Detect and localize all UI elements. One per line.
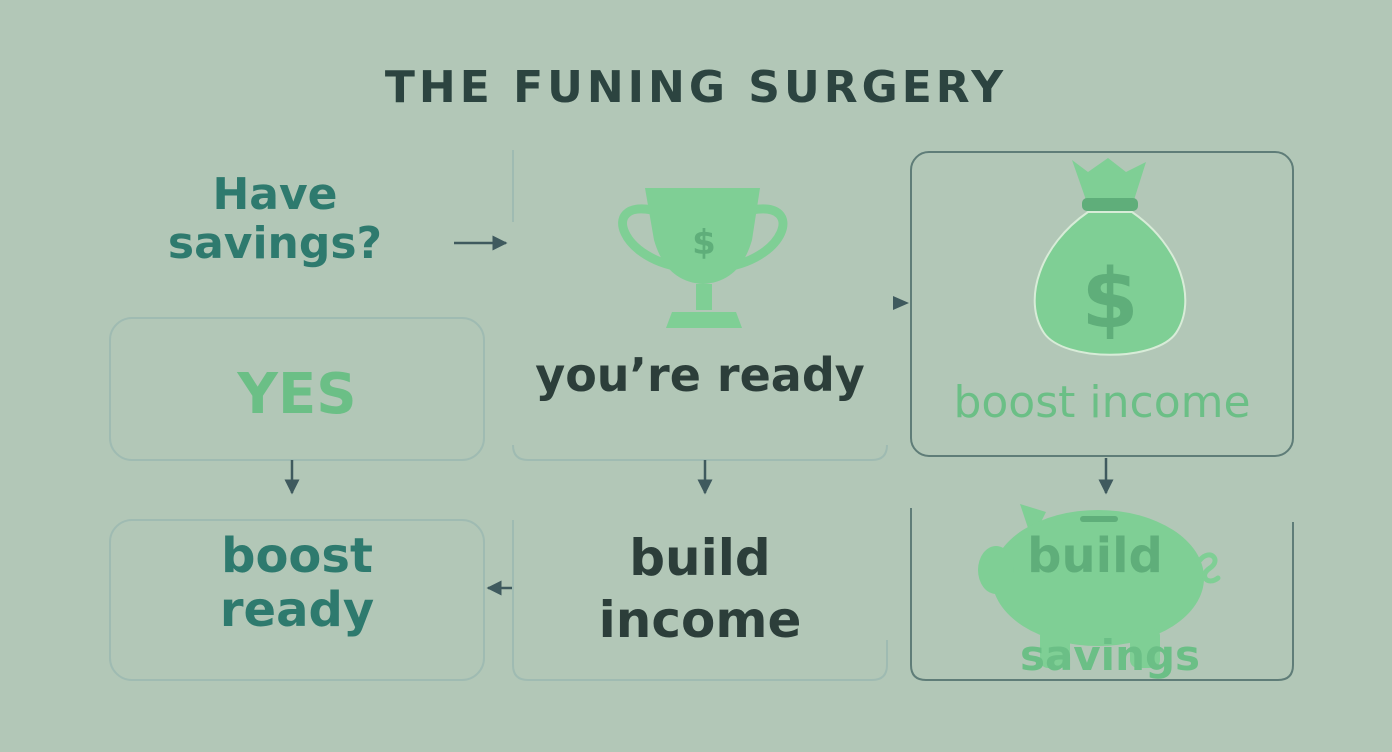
boost-ready-box-outline <box>109 519 485 681</box>
svg-text:$: $ <box>692 223 716 263</box>
build-income-line1: build <box>629 529 771 587</box>
money-bag-icon: $ <box>1033 158 1187 356</box>
build-income-node: build income <box>513 530 887 648</box>
arrow-into-boost-income <box>893 296 909 310</box>
build-savings-box-outline <box>910 508 1294 681</box>
boost-income-node-label: boost income <box>953 377 1251 428</box>
boost-ready-line2: ready <box>219 581 375 638</box>
svg-text:$: $ <box>1081 252 1138 347</box>
trophy-dollar-icon: $ <box>618 188 788 328</box>
build-savings-line2: savings <box>1019 631 1201 680</box>
question-node: Have savings? <box>140 170 410 269</box>
yes-box-outline <box>109 317 485 461</box>
question-line1: Have <box>212 169 338 220</box>
boost-ready-node: boost ready <box>110 528 484 638</box>
diagram-title: THE FUNING SURGERY <box>384 62 1008 113</box>
build-income-box-outline <box>512 520 888 681</box>
ready-node-label: you’re ready <box>535 348 865 402</box>
ready-box-outline <box>512 150 888 461</box>
question-line2: savings? <box>167 218 383 270</box>
piggy-bank-icon <box>978 504 1221 668</box>
yes-node-label: YES <box>237 362 357 427</box>
boost-ready-line1: boost <box>221 528 373 584</box>
build-savings-line1: build <box>1027 528 1163 584</box>
boost-income-box-outline <box>910 151 1294 457</box>
build-income-line2: income <box>598 591 802 649</box>
